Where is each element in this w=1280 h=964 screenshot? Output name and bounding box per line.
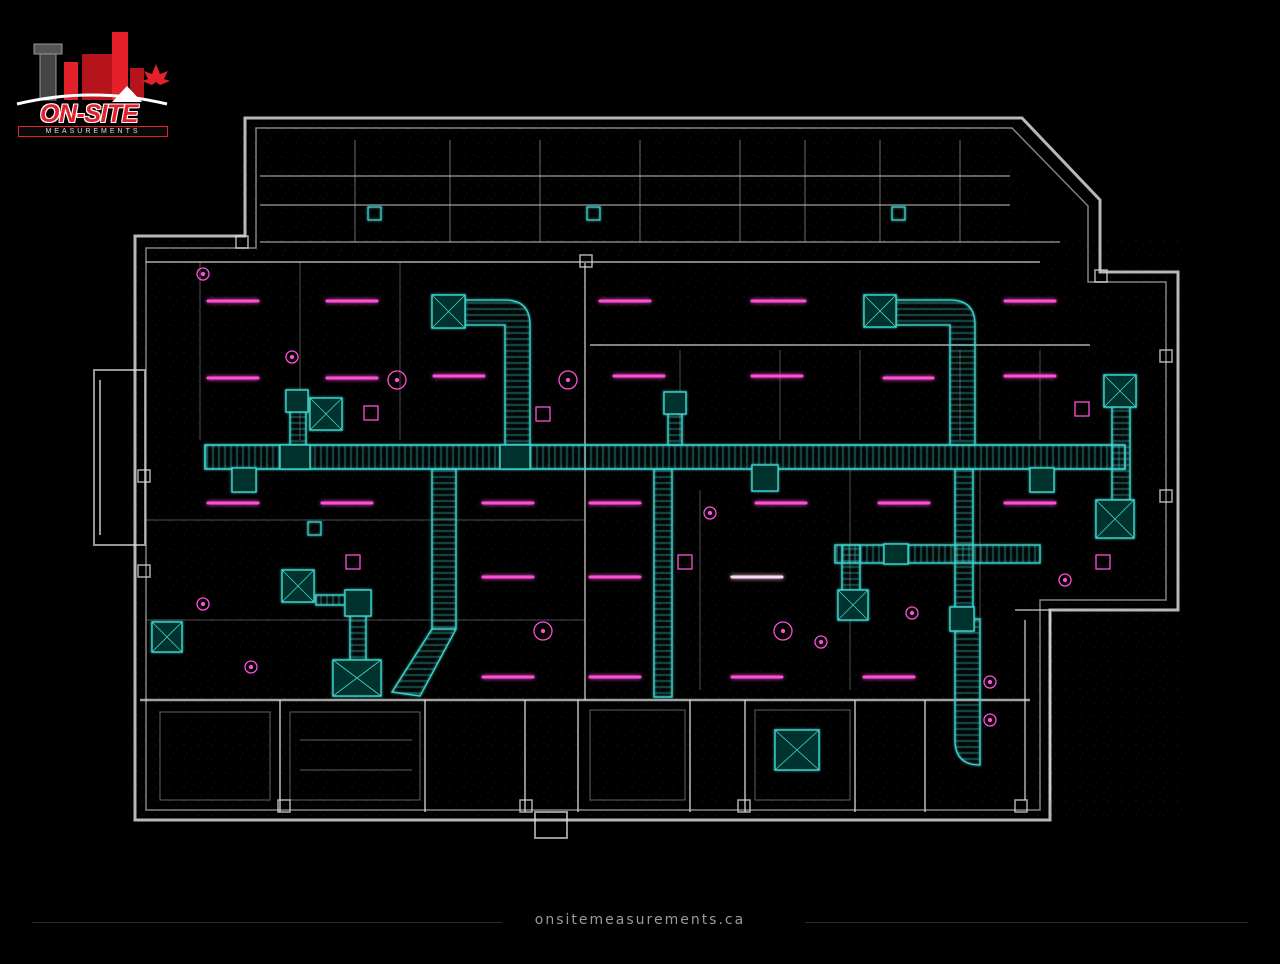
duct-branch <box>653 468 673 698</box>
diffuser <box>1029 467 1055 493</box>
footer-rule-right <box>805 922 1248 923</box>
diffuser <box>774 729 820 771</box>
logo-buildings-icon <box>16 32 170 106</box>
diffuser <box>663 391 687 415</box>
footer: onsitemeasurements.ca <box>0 908 1280 936</box>
diffuser <box>1095 499 1135 539</box>
duct-branch <box>431 468 457 630</box>
diffuser <box>837 589 869 621</box>
diffuser <box>431 294 466 329</box>
diffuser <box>883 543 909 565</box>
pot-lights <box>196 267 1111 727</box>
diffuser <box>1103 374 1137 408</box>
logo-wordmark: ON-SITE <box>40 100 138 128</box>
diffusers <box>151 294 1137 771</box>
outer-wall <box>133 116 1180 822</box>
diffuser <box>344 589 372 617</box>
diffuser <box>285 389 309 413</box>
inner-wall <box>145 127 1167 811</box>
diffuser <box>151 621 183 653</box>
website-url[interactable]: onsitemeasurements.ca <box>534 912 746 928</box>
ductwork <box>151 206 1137 771</box>
main-duct-trunk <box>204 444 1126 470</box>
building-walls <box>93 116 1180 839</box>
diffuser <box>863 294 897 328</box>
diffuser <box>499 444 531 470</box>
company-logo <box>12 24 172 142</box>
diffuser <box>281 569 315 603</box>
diffuser <box>332 659 382 697</box>
footer-rule-left <box>32 922 502 923</box>
diffuser <box>751 464 779 492</box>
logo-subtitle: MEASUREMENTS <box>18 126 168 137</box>
diffuser <box>279 444 311 470</box>
lighting-fixtures <box>206 299 1057 679</box>
diffuser <box>231 467 257 493</box>
diffuser <box>949 606 975 632</box>
diffuser <box>309 397 343 431</box>
